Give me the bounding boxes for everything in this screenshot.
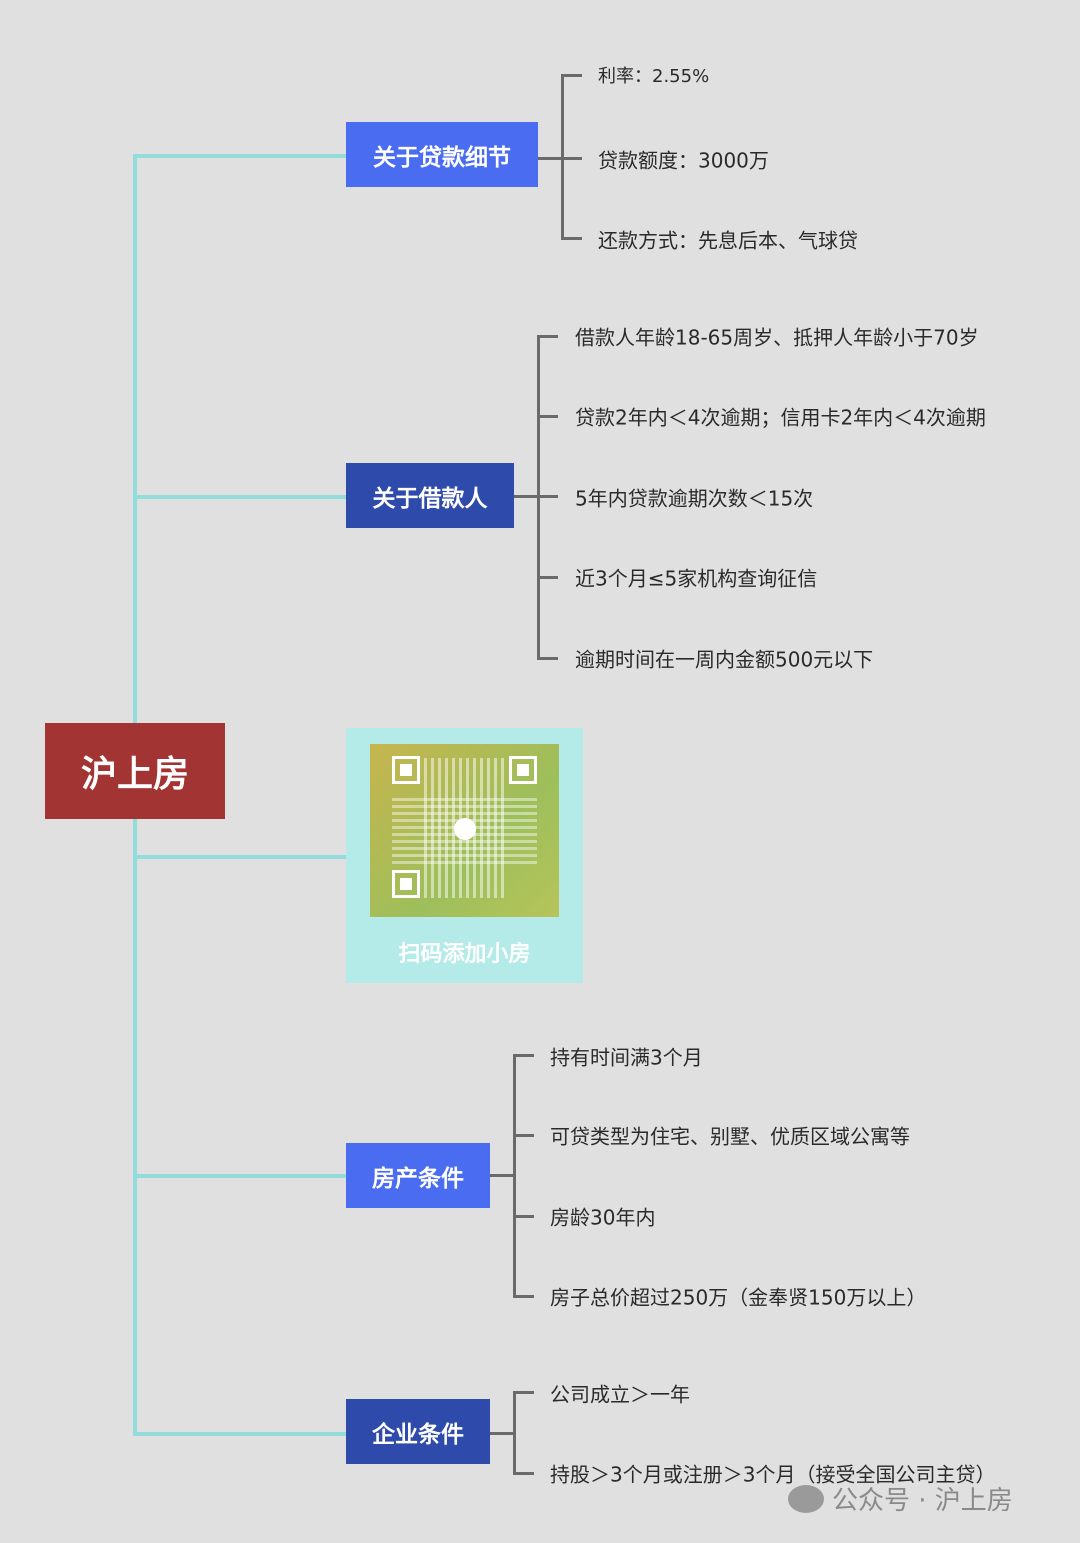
bracket-tick: [513, 1472, 534, 1475]
branch-line-property: [133, 1174, 346, 1178]
bracket-vertical: [513, 1054, 516, 1298]
bracket-tick: [513, 1054, 534, 1057]
branch-line-qr: [133, 855, 346, 859]
wechat-icon: [454, 818, 476, 840]
bracket-stem: [514, 495, 538, 498]
footer-watermark: 公众号 · 沪上房: [788, 1480, 1013, 1517]
qr-finder-icon: [509, 756, 537, 784]
leaf-overdue-2y: 贷款2年内＜4次逾期；信用卡2年内＜4次逾期: [575, 405, 986, 430]
branch-line-loan: [133, 154, 346, 158]
leaf-shareholding: 持股＞3个月或注册＞3个月（接受全国公司主贷）: [550, 1462, 996, 1487]
leaf-credit-queries: 近3个月≤5家机构查询征信: [575, 566, 818, 591]
bracket-tick: [537, 657, 558, 660]
node-company: 企业条件: [346, 1399, 490, 1464]
leaf-interest-rate: 利率：2.55%: [598, 66, 710, 87]
leaf-company-age: 公司成立＞一年: [550, 1382, 690, 1407]
branch-line-borrower: [133, 495, 346, 499]
leaf-property-types: 可贷类型为住宅、别墅、优质区域公寓等: [550, 1124, 910, 1149]
bracket-stem: [490, 1432, 514, 1435]
qr-finder-icon: [392, 870, 420, 898]
root-node: 沪上房: [45, 723, 225, 819]
bracket-tick: [561, 157, 582, 160]
qr-finder-icon: [392, 756, 420, 784]
bracket-tick: [513, 1391, 534, 1394]
bracket-tick: [561, 237, 582, 240]
qr-caption: 扫码添加小房: [398, 942, 531, 967]
leaf-overdue-5y: 5年内贷款逾期次数＜15次: [575, 486, 814, 511]
leaf-age: 借款人年龄18-65周岁、抵押人年龄小于70岁: [575, 325, 979, 350]
node-borrower: 关于借款人: [346, 463, 514, 528]
bracket-tick: [537, 415, 558, 418]
bracket-tick: [513, 1295, 534, 1298]
leaf-property-age: 房龄30年内: [550, 1205, 656, 1230]
footer-text: 公众号 · 沪上房: [832, 1486, 1013, 1516]
qr-card[interactable]: 扫码添加小房: [346, 728, 583, 983]
branch-line-company: [133, 1432, 346, 1436]
bracket-tick: [561, 74, 582, 77]
bracket-tick: [513, 1215, 534, 1218]
node-loan-details: 关于贷款细节: [346, 122, 538, 187]
bracket-stem: [538, 157, 562, 160]
leaf-overdue-amount: 逾期时间在一周内金额500元以下: [575, 647, 874, 672]
wechat-icon: [788, 1484, 824, 1513]
bracket-tick: [537, 576, 558, 579]
leaf-total-price: 房子总价超过250万（金奉贤150万以上）: [550, 1285, 927, 1310]
qr-code-image[interactable]: [370, 744, 559, 917]
leaf-holding-time: 持有时间满3个月: [550, 1045, 703, 1070]
bracket-stem: [490, 1174, 514, 1177]
bracket-tick: [513, 1134, 534, 1137]
bracket-vertical: [513, 1391, 516, 1475]
leaf-loan-amount: 贷款额度：3000万: [598, 148, 769, 173]
bracket-tick: [537, 335, 558, 338]
node-property: 房产条件: [346, 1143, 490, 1208]
bracket-tick: [537, 495, 558, 498]
leaf-repayment: 还款方式：先息后本、气球贷: [598, 228, 858, 253]
